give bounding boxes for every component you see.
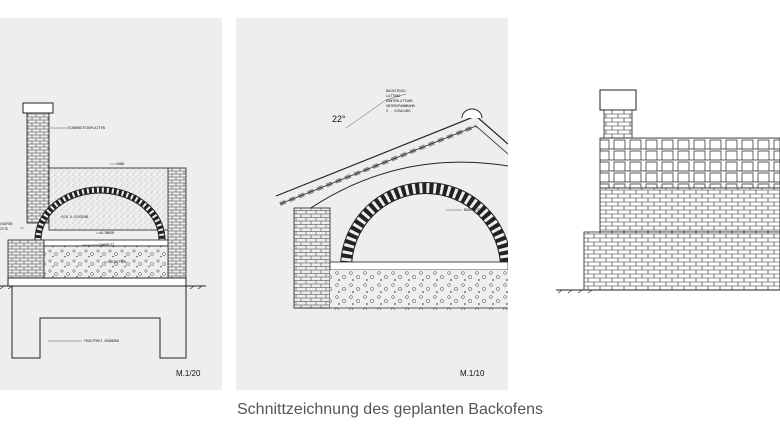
- leader-lines-2: [345, 93, 462, 211]
- label-bogenstein: BOGENSTEIN: [464, 208, 484, 212]
- roof-tiles: [279, 124, 477, 206]
- oven-section-drawing-1: SCHORNSTEINPLATTEN SAND VIA U-SCHIENE KL…: [0, 102, 206, 378]
- dome-arch: [34, 186, 166, 241]
- label-dachziegel: DACHZIEGEL: [386, 89, 406, 93]
- gravel-fill: [330, 270, 508, 310]
- label-konterlattung: KONTERLATTUNG: [386, 99, 413, 103]
- roof-outer: [275, 115, 508, 197]
- base-slab: [7, 277, 187, 287]
- figure-caption: Schnittzeichnung des geplanten Backofens: [237, 401, 543, 418]
- oven-section-drawing-2: DACHZIEGEL LATTUNG KONTERLATTUNG UNTERSP…: [275, 89, 508, 378]
- section-drawing-panel-2: DACHZIEGEL LATTUNG KONTERLATTUNG UNTERSP…: [236, 18, 508, 390]
- upper-wall: [599, 187, 780, 233]
- oven-floor: [329, 261, 508, 271]
- arch: [340, 182, 508, 269]
- elevation-sketch-panel: [516, 18, 780, 390]
- leader-lines: [20, 127, 116, 342]
- right-wall: [167, 167, 187, 279]
- roof-angle: 22°: [332, 114, 346, 124]
- oven-elevation-sketch: [556, 89, 780, 294]
- label-left-cut-2: ZITE: [0, 227, 8, 231]
- label-schalung: 5 - SCHALUNG: [386, 109, 411, 113]
- label-frostfrei: FROSTFREI GRÜNDEN: [84, 338, 119, 343]
- arch-joints: [341, 183, 508, 269]
- label-left-cut-1: CKOFEN: [0, 222, 12, 226]
- ridge-tile: [461, 108, 483, 119]
- ground-hatch: [0, 285, 203, 290]
- chimney: [26, 112, 50, 224]
- scale-label-1: M.1/20: [176, 369, 201, 378]
- chimney-top: [599, 89, 637, 111]
- section-drawing-panel-1: SCHORNSTEINPLATTEN SAND VIA U-SCHIENE KL…: [0, 18, 222, 390]
- label-lattung: LATTUNG: [386, 94, 400, 98]
- label-via-u-schiene: VIA U-SCHIENE: [62, 215, 89, 219]
- label-chimney-plates: SCHORNSTEINPLATTEN: [68, 126, 105, 130]
- foundation: [11, 286, 187, 359]
- chimney-cap: [22, 102, 54, 114]
- label-klinker: KLINKER: [100, 231, 115, 235]
- label-sand: SAND: [116, 162, 124, 166]
- left-wall: [7, 239, 45, 281]
- dome-outer: [301, 161, 508, 215]
- label-schotter: SCHOTTER: [110, 260, 127, 264]
- ground-hatch-3: [557, 289, 593, 294]
- label-sandbett: SANDBETT: [98, 243, 114, 247]
- scale-label-2: M.1/10: [460, 369, 485, 378]
- base-wall: [583, 231, 780, 291]
- roof-tiles: [599, 137, 780, 189]
- side-wall: [293, 207, 331, 309]
- label-unterspannbahn: UNTERSPANNBAHN: [386, 104, 415, 108]
